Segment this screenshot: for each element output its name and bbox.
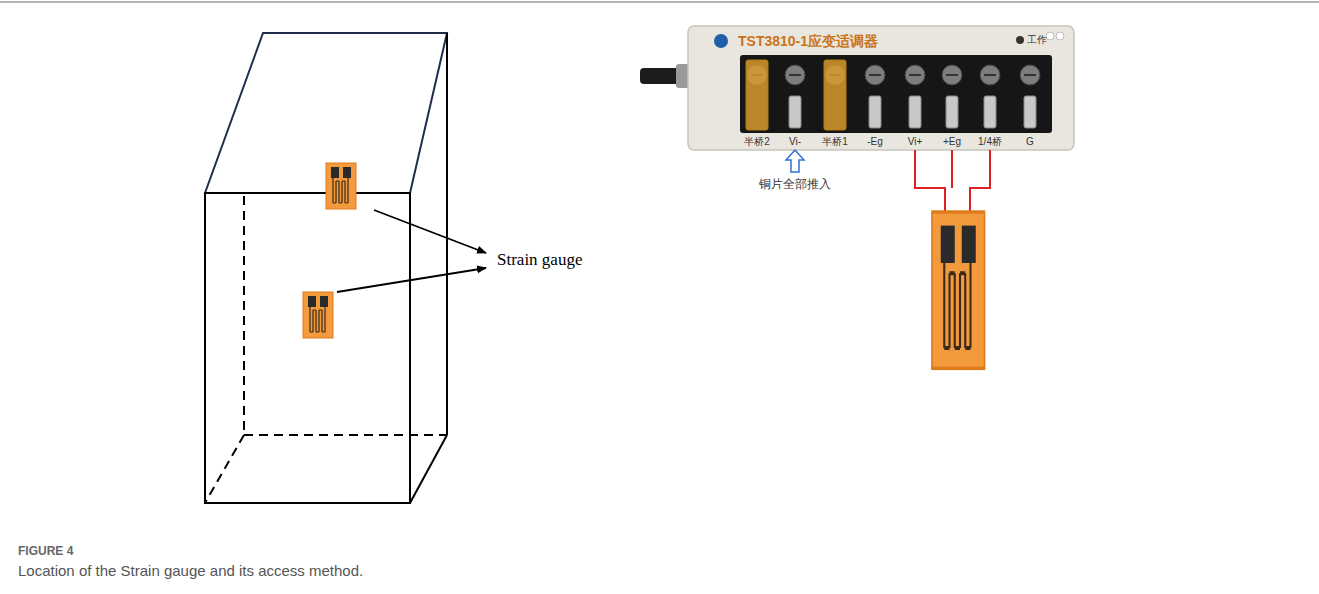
figure-number: FIGURE 4 [18, 545, 73, 559]
push-arrow [786, 150, 804, 172]
indicator-label: 工作 [1027, 34, 1047, 46]
leader-arrow [374, 210, 486, 253]
strain-gauge [326, 163, 356, 209]
top-rule [0, 1, 1319, 3]
cube [205, 33, 447, 503]
pin-name: Vi+ [908, 136, 923, 148]
wire [915, 150, 990, 214]
device-title: TST3810-1应变适调器 [738, 33, 878, 49]
strain-gauge [303, 292, 333, 338]
strain-gauge [932, 212, 985, 368]
note: 铜片全部推入 [759, 178, 831, 192]
pin-name: 半桥2 [744, 136, 770, 148]
leader-arrow [337, 268, 486, 292]
caption: Location of the Strain gauge and its acc… [18, 562, 363, 579]
pin-name: +Eg [943, 136, 961, 148]
pin-name: 1/4桥 [978, 136, 1002, 148]
part-label: Strain gauge [497, 250, 582, 270]
pin-name: Vi- [789, 136, 801, 148]
pin-name: 半桥1 [822, 136, 848, 148]
pin-name: -Eg [867, 136, 883, 148]
pin-name: G [1026, 136, 1034, 148]
conditioner-device [640, 26, 1074, 150]
